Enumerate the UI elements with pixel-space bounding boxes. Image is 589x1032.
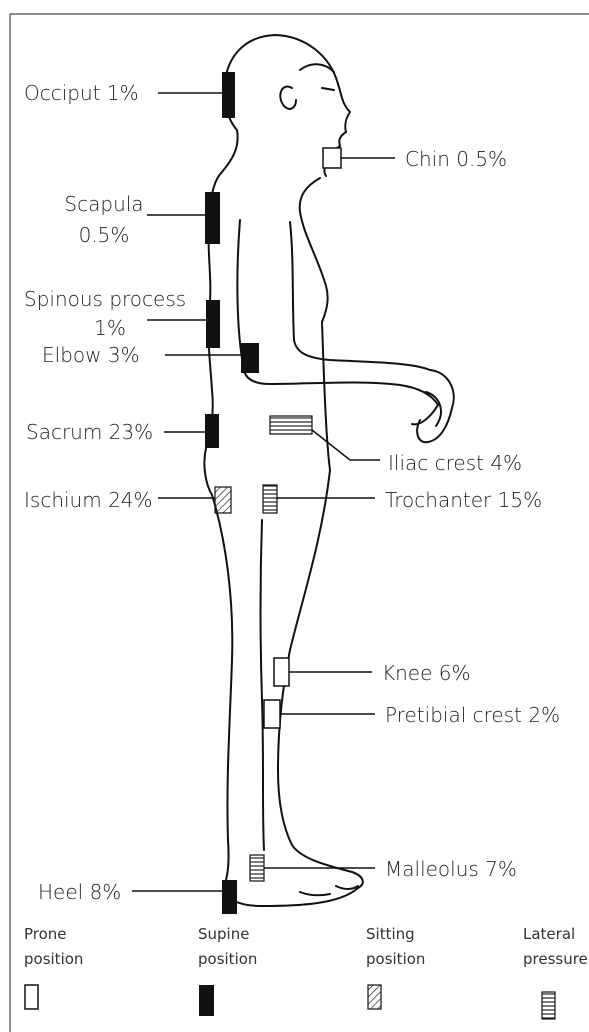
label-occiput: Occiput 1% [24, 81, 139, 105]
eye [322, 88, 334, 90]
legend-lateral-line1: Lateral [523, 923, 575, 945]
marker-elbow [241, 343, 259, 373]
legend-swatch-prone [25, 985, 38, 1009]
label-knee: Knee 6% [382, 661, 471, 685]
legend-sitting-line2: position [366, 948, 425, 970]
legend-supine-line2: position [198, 948, 257, 970]
label-trochanter: Trochanter 15% [385, 488, 542, 512]
legend-swatch-lateral [542, 992, 555, 1019]
inner-leg [261, 520, 265, 850]
label-pretibial: Pretibial crest 2% [385, 703, 560, 727]
marker-trochanter [263, 485, 277, 513]
label-scapula-line2: 0.5% [44, 223, 164, 247]
label-scapula-line1: Scapula [44, 192, 164, 216]
marker-iliac [270, 416, 312, 434]
marker-sacrum [205, 414, 219, 448]
back-torso [204, 210, 212, 495]
marker-ischium [215, 487, 231, 513]
legend-swatch-sitting [368, 985, 381, 1009]
label-sacrum: Sacrum 23% [26, 420, 153, 444]
foot [224, 886, 358, 906]
legend-lateral-line2: pressure [523, 948, 589, 970]
label-spinous-line1: Spinous process [24, 287, 186, 311]
upper-arm [237, 220, 438, 405]
front-torso [322, 322, 330, 470]
marker-heel [222, 880, 237, 914]
label-chin: Chin 0.5% [405, 147, 507, 171]
legend-swatch-supine [199, 985, 214, 1016]
label-malleolus: Malleolus 7% [385, 857, 517, 881]
legend-prone-line2: position [24, 948, 83, 970]
marker-occiput [222, 72, 235, 118]
marker-chin [323, 148, 341, 168]
back-leg [212, 495, 232, 888]
label-heel: Heel 8% [38, 880, 121, 904]
marker-knee [274, 658, 289, 686]
front-leg [278, 470, 363, 888]
marker-spinous [206, 300, 220, 348]
marker-malleolus [250, 855, 264, 881]
marker-scapula [205, 192, 220, 244]
front-neck [300, 178, 328, 322]
hand [412, 370, 454, 442]
label-elbow: Elbow 3% [42, 343, 140, 367]
head-back [210, 35, 338, 210]
label-ischium: Ischium 24% [24, 488, 153, 512]
label-spinous-line2: 1% [60, 316, 160, 340]
leader-iliac [312, 430, 380, 460]
legend-supine-line1: Supine [198, 923, 249, 945]
marker-pretibial [264, 700, 280, 728]
legend-sitting-line1: Sitting [366, 923, 415, 945]
ear [280, 87, 296, 109]
label-iliac: Iliac crest 4% [388, 451, 522, 475]
legend-prone-line1: Prone [24, 923, 67, 945]
